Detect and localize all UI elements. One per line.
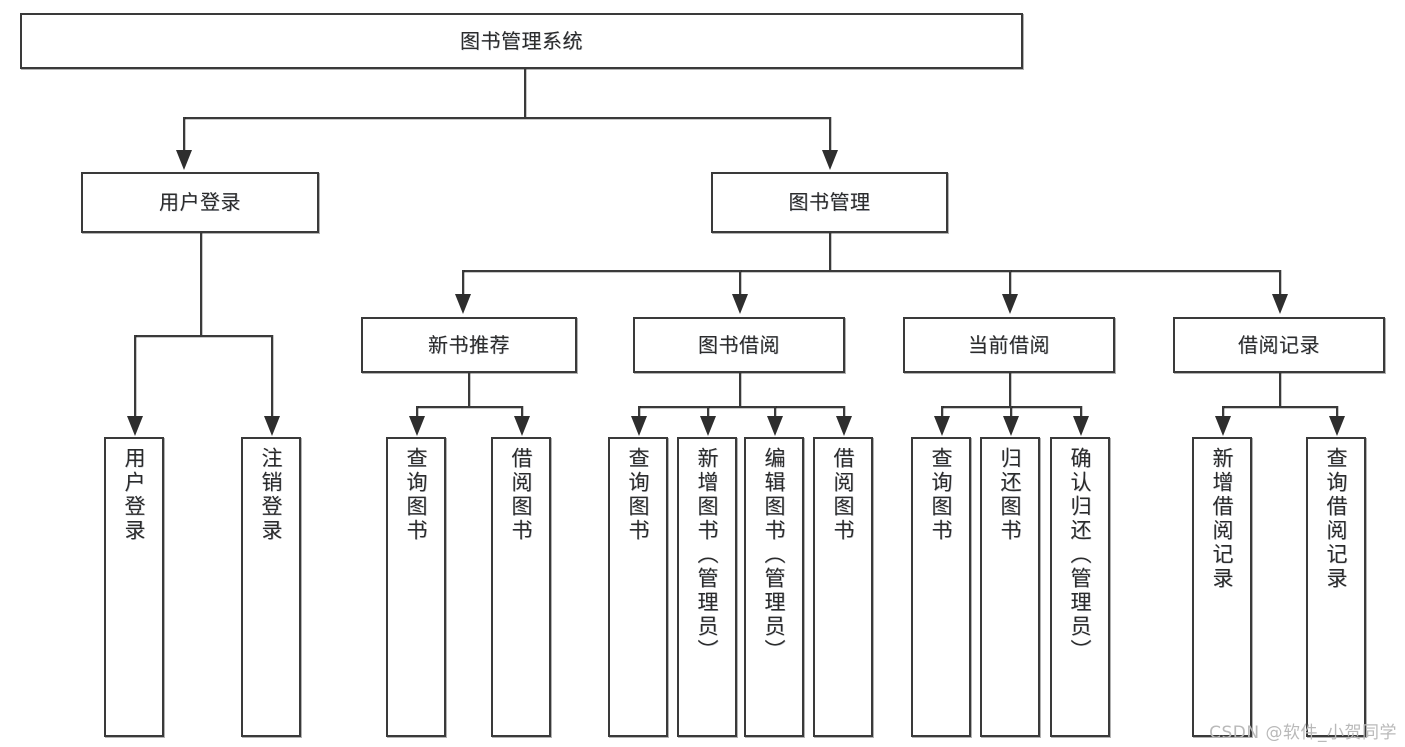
node-label: 新书推荐 [428, 332, 510, 357]
node-label: 借阅图书 [509, 447, 534, 543]
leaf-current-borrow-confirm-return[interactable]: 确认归还（管理员） [1050, 437, 1110, 737]
connector-br-to-query [1336, 406, 1338, 418]
connector-book-borrow-bar [638, 406, 843, 408]
node-label: 查询图书 [626, 447, 651, 543]
watermark-text: CSDN @软件_小贺同学 [1209, 723, 1397, 743]
connector-bb-to-edit [774, 406, 776, 418]
node-user-login[interactable]: 用户登录 [81, 172, 319, 233]
leaf-book-borrow-edit-book[interactable]: 编辑图书（管理员） [744, 437, 804, 737]
node-label: 编辑图书（管理员） [762, 447, 787, 663]
connector-new-book-stem [468, 373, 470, 407]
connector-new-book-bar [416, 406, 521, 408]
node-label: 查询图书 [404, 447, 429, 543]
connector-borrow-record-stem [1279, 373, 1281, 407]
connector-cb-to-confirm [1080, 406, 1082, 418]
leaf-current-borrow-query-book[interactable]: 查询图书 [911, 437, 971, 737]
arrow-root-to-user-login [176, 150, 192, 170]
node-current-borrow[interactable]: 当前借阅 [903, 317, 1115, 373]
node-label: 新增借阅记录 [1210, 447, 1235, 591]
arrow-bb-to-query [631, 416, 647, 436]
arrow-new-book-to-query [409, 416, 425, 436]
node-label: 图书管理 [788, 190, 871, 215]
leaf-borrow-record-query-record[interactable]: 查询借阅记录 [1306, 437, 1366, 737]
connector-book-borrow-stem [739, 373, 741, 407]
node-label: 用户登录 [122, 447, 147, 543]
connector-cb-to-return [1010, 406, 1012, 418]
leaf-user-login[interactable]: 用户登录 [104, 437, 164, 737]
node-label: 新增图书（管理员） [695, 447, 720, 663]
connector-new-book-to-query [416, 406, 418, 418]
node-label: 归还图书 [998, 447, 1023, 543]
arrow-br-to-query [1329, 416, 1345, 436]
connector-bm-to-book-borrow [739, 270, 741, 295]
node-label: 确认归还（管理员） [1068, 447, 1093, 663]
connector-user-login-to-login [134, 335, 136, 418]
connector-root-bar [183, 117, 829, 119]
leaf-current-borrow-return-book[interactable]: 归还图书 [980, 437, 1040, 737]
node-new-book-recommend[interactable]: 新书推荐 [361, 317, 577, 373]
node-book-management[interactable]: 图书管理 [711, 172, 948, 233]
arrow-bm-to-new-book [455, 294, 471, 314]
connector-root-to-book-management [829, 117, 831, 151]
node-book-borrow[interactable]: 图书借阅 [633, 317, 845, 373]
connector-bb-to-add [707, 406, 709, 418]
node-borrow-record[interactable]: 借阅记录 [1173, 317, 1385, 373]
connector-bm-to-borrow-record [1279, 270, 1281, 295]
node-label: 当前借阅 [968, 332, 1050, 357]
node-label: 图书管理系统 [460, 28, 583, 53]
arrow-bb-to-edit [767, 416, 783, 436]
leaf-user-logout[interactable]: 注销登录 [241, 437, 301, 737]
connector-user-login-bar [134, 335, 272, 337]
node-label: 查询图书 [929, 447, 954, 543]
connector-root-stem [524, 69, 526, 117]
connector-user-login-to-logout [271, 335, 273, 418]
arrow-bb-to-add [700, 416, 716, 436]
connector-new-book-to-borrow [521, 406, 523, 418]
arrow-user-login-to-logout [264, 416, 280, 436]
connector-root-to-user-login [183, 117, 185, 151]
connector-bm-to-current-borrow [1009, 270, 1011, 295]
connector-current-borrow-stem [1009, 373, 1011, 407]
arrow-cb-to-confirm [1073, 416, 1089, 436]
arrow-bb-to-borrow [836, 416, 852, 436]
connector-book-management-stem [829, 233, 831, 271]
leaf-book-borrow-query-book[interactable]: 查询图书 [608, 437, 668, 737]
connector-bb-to-query [638, 406, 640, 418]
node-label: 借阅记录 [1238, 332, 1320, 357]
leaf-book-borrow-borrow-book[interactable]: 借阅图书 [813, 437, 873, 737]
arrow-cb-to-query [934, 416, 950, 436]
connector-br-to-add [1222, 406, 1224, 418]
leaf-new-book-borrow-book[interactable]: 借阅图书 [491, 437, 551, 737]
arrow-user-login-to-login [127, 416, 143, 436]
node-label: 借阅图书 [831, 447, 856, 543]
arrow-bm-to-current-borrow [1002, 294, 1018, 314]
arrow-root-to-book-management [822, 150, 838, 170]
leaf-new-book-query-book[interactable]: 查询图书 [386, 437, 446, 737]
arrow-bm-to-borrow-record [1272, 294, 1288, 314]
node-label: 注销登录 [259, 447, 284, 543]
arrow-bm-to-book-borrow [732, 294, 748, 314]
connector-bm-to-new-book [462, 270, 464, 295]
arrow-new-book-to-borrow [514, 416, 530, 436]
node-label: 图书借阅 [698, 332, 780, 357]
leaf-borrow-record-add-record[interactable]: 新增借阅记录 [1192, 437, 1252, 737]
connector-user-login-stem [200, 233, 202, 336]
node-label: 查询借阅记录 [1324, 447, 1349, 591]
node-label: 用户登录 [159, 190, 241, 215]
leaf-book-borrow-add-book[interactable]: 新增图书（管理员） [677, 437, 737, 737]
arrow-br-to-add [1215, 416, 1231, 436]
connector-book-management-bar [462, 270, 1279, 272]
connector-cb-to-query [941, 406, 943, 418]
node-root-book-management-system[interactable]: 图书管理系统 [20, 13, 1023, 69]
connector-bb-to-borrow [843, 406, 845, 418]
connector-borrow-record-bar [1222, 406, 1336, 408]
arrow-cb-to-return [1003, 416, 1019, 436]
